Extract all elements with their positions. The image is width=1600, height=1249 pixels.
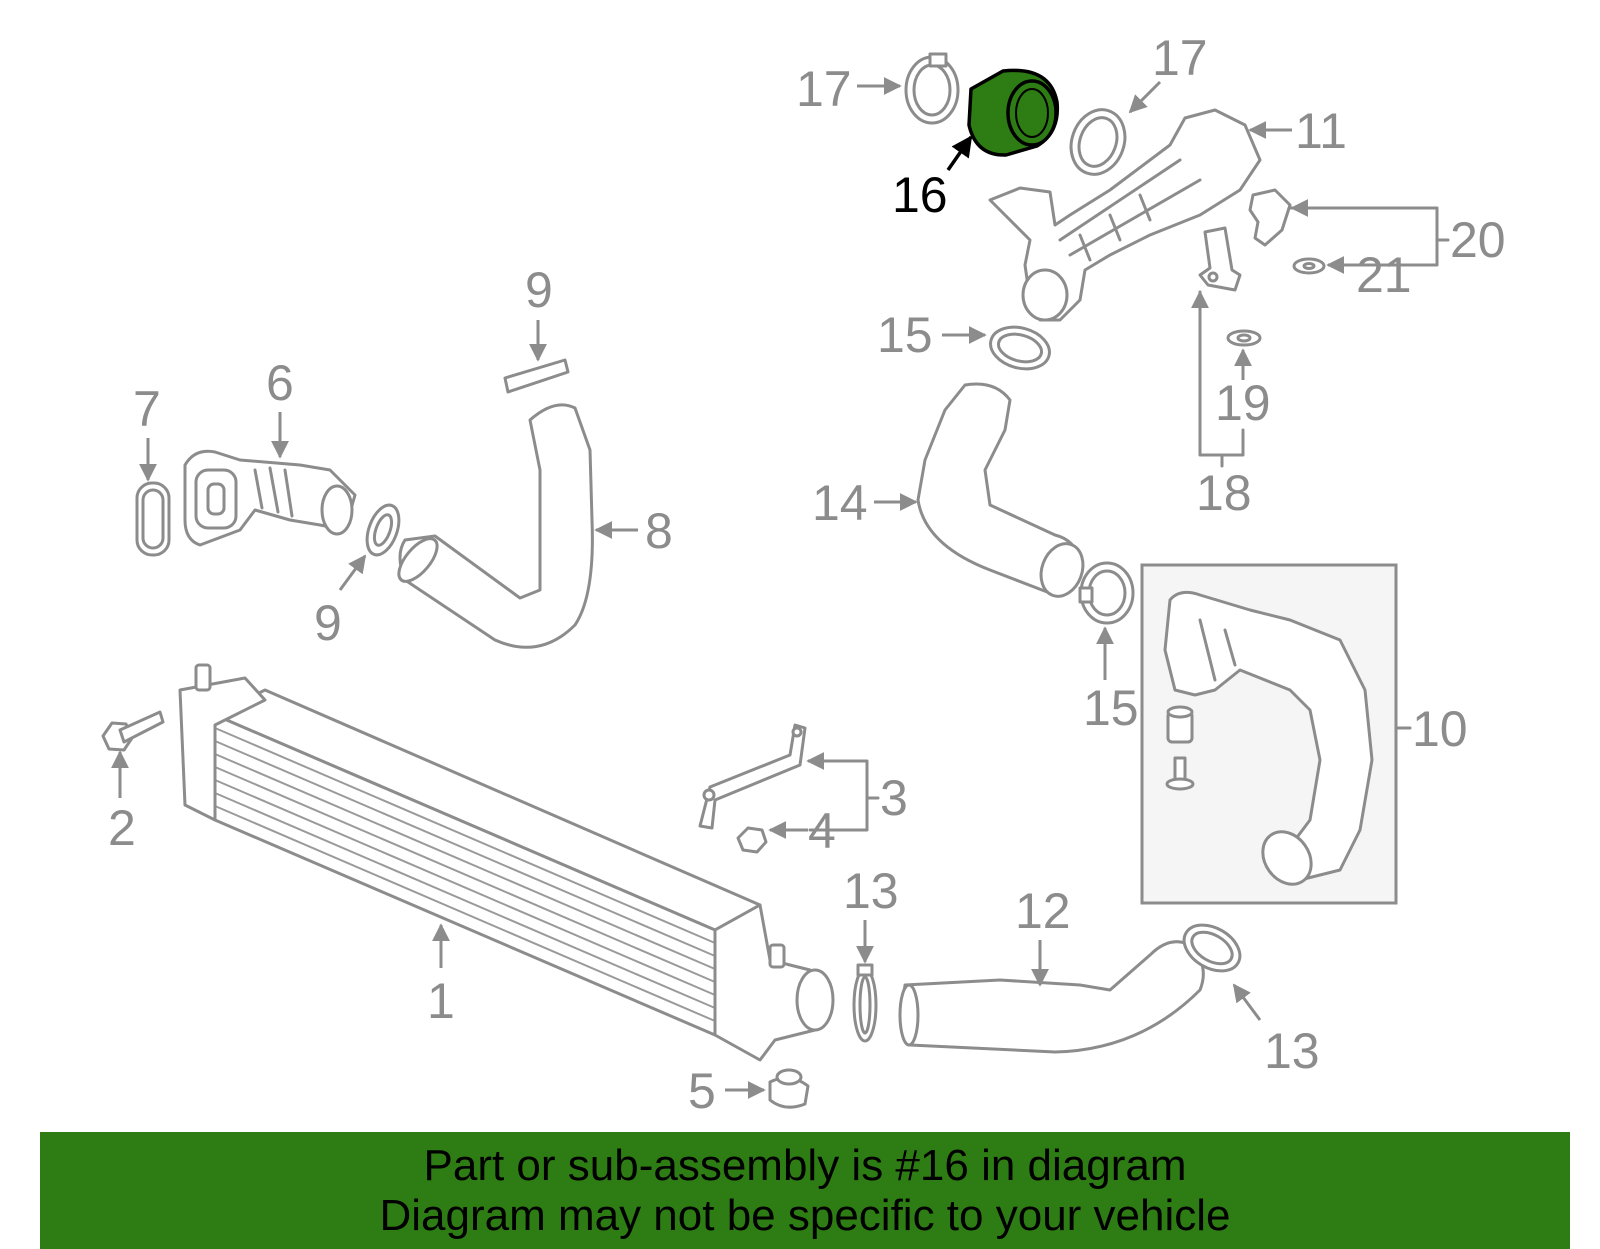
coupler-part-16-highlighted[interactable] (967, 68, 1060, 157)
label-17-right: 17 (1152, 30, 1208, 86)
callout-labels: 1 2 3 4 5 6 7 8 9 9 10 11 12 13 13 14 15… (108, 30, 1506, 1119)
bracket-part-3[interactable] (698, 723, 807, 830)
label-2: 2 (108, 800, 136, 856)
label-16-highlighted: 16 (892, 167, 948, 223)
label-19: 19 (1215, 375, 1271, 431)
label-5: 5 (688, 1063, 716, 1119)
clamp-part-9-top[interactable] (503, 358, 570, 394)
intercooler-part-1[interactable] (178, 663, 835, 1062)
clamp-part-15-top[interactable] (986, 321, 1054, 375)
clamp-part-13-left[interactable] (852, 963, 878, 1043)
label-18: 18 (1196, 465, 1252, 521)
bolt-part-2[interactable] (101, 710, 165, 752)
gasket-part-7[interactable] (135, 481, 171, 557)
label-14: 14 (812, 475, 868, 531)
label-12: 12 (1015, 883, 1071, 939)
label-3: 3 (880, 770, 908, 826)
clamp-part-17-left[interactable] (904, 52, 960, 125)
callout-arrows (111, 77, 1450, 1099)
label-9-lower: 9 (314, 595, 342, 651)
label-1: 1 (427, 973, 455, 1029)
hose-part-14[interactable] (916, 382, 1090, 602)
clamp-part-9-lower[interactable] (361, 501, 405, 559)
clamp-part-17-right[interactable] (1062, 102, 1133, 182)
pipe-assembly-part-10[interactable] (1140, 563, 1398, 905)
banner-line-1: Part or sub-assembly is #16 in diagram (423, 1140, 1187, 1190)
label-6: 6 (266, 355, 294, 411)
label-20: 20 (1450, 212, 1506, 268)
clamp-part-15-lower[interactable] (1078, 561, 1135, 625)
label-13-right: 13 (1264, 1023, 1320, 1079)
label-15-lower: 15 (1083, 680, 1139, 736)
sensor-part-20[interactable] (1248, 188, 1292, 247)
banner-line-2: Diagram may not be specific to your vehi… (379, 1190, 1231, 1240)
washer-part-21[interactable] (1292, 257, 1326, 275)
label-17-left: 17 (796, 61, 852, 117)
sensor-part-18[interactable] (1198, 226, 1242, 292)
label-8: 8 (645, 503, 673, 559)
label-13-left: 13 (843, 863, 899, 919)
label-9-top: 9 (525, 262, 553, 318)
label-10: 10 (1412, 701, 1468, 757)
hose-part-12[interactable] (898, 940, 1205, 1054)
label-21: 21 (1356, 247, 1412, 303)
label-11: 11 (1295, 103, 1347, 159)
label-4: 4 (808, 803, 836, 859)
nut-part-4[interactable] (736, 826, 768, 854)
info-banner: Part or sub-assembly is #16 in diagram D… (40, 1132, 1570, 1249)
clamp-part-13-right[interactable] (1176, 916, 1248, 981)
mount-part-5[interactable] (768, 1068, 810, 1109)
air-pipe-part-11[interactable] (988, 108, 1262, 322)
inlet-pipe-part-6[interactable] (183, 449, 357, 547)
label-7: 7 (133, 381, 161, 437)
washer-part-19[interactable] (1226, 329, 1262, 347)
hose-part-8[interactable] (392, 403, 594, 649)
label-15-top: 15 (877, 307, 933, 363)
